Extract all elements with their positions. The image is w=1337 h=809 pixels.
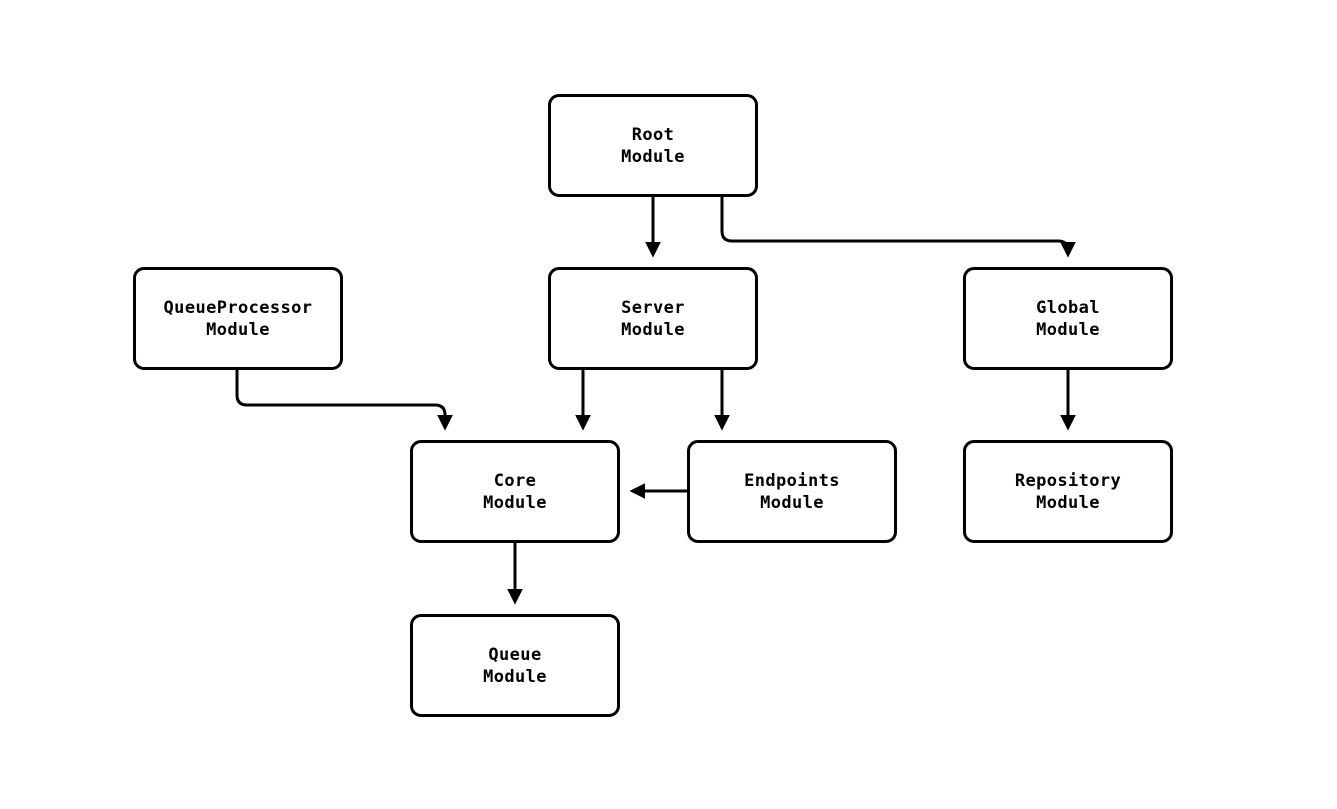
node-global-module-label: Global Module [1036,297,1100,340]
node-core-module-label: Core Module [483,470,547,513]
node-queueprocessor-module-label: QueueProcessor Module [163,297,313,340]
node-global-module[interactable]: Global Module [963,267,1173,370]
node-queue-module[interactable]: Queue Module [410,614,620,717]
node-endpoints-module-label: Endpoints Module [744,470,840,513]
node-server-module-label: Server Module [621,297,685,340]
node-root-module[interactable]: Root Module [548,94,758,197]
edge-root-global [720,197,1076,258]
node-repository-module-label: Repository Module [1014,470,1122,513]
node-endpoints-module[interactable]: Endpoints Module [687,440,897,543]
node-server-module[interactable]: Server Module [548,267,758,370]
node-core-module[interactable]: Core Module [410,440,620,543]
node-queueprocessor-module[interactable]: QueueProcessor Module [133,267,343,370]
node-root-module-label: Root Module [621,124,685,167]
edge-queueprocessor-core [235,370,453,431]
node-repository-module[interactable]: Repository Module [963,440,1173,543]
node-queue-module-label: Queue Module [483,644,547,687]
